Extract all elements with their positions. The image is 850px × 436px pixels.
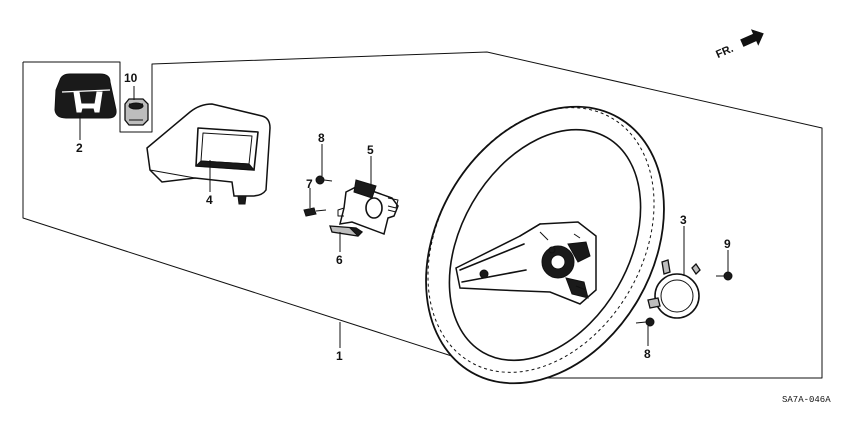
leader-lines <box>79 86 729 348</box>
part-10-nut <box>124 98 149 126</box>
callout-7: 7 <box>306 177 313 191</box>
part-2-horn-emblem <box>54 73 117 119</box>
callout-4: 4 <box>206 193 213 207</box>
part-7-screw <box>303 207 327 217</box>
callout-8-upper: 8 <box>318 131 325 145</box>
callout-5: 5 <box>367 143 374 157</box>
callout-9: 9 <box>724 237 731 251</box>
part-4-center-cover <box>146 103 271 205</box>
steering-wheel <box>425 105 665 385</box>
front-arrow-icon <box>740 29 764 47</box>
part-8-screw-lower <box>635 317 655 327</box>
callout-6: 6 <box>336 253 343 267</box>
part-6-clip <box>329 225 364 237</box>
callout-8-lower: 8 <box>644 347 651 361</box>
part-9-screw <box>716 271 733 281</box>
callout-10: 10 <box>124 71 138 85</box>
callout-2: 2 <box>76 141 83 155</box>
callout-1: 1 <box>336 349 343 363</box>
part-5-contact-plate <box>337 179 399 235</box>
part-3-horn-ring <box>647 259 701 319</box>
front-direction-label: FR. <box>714 43 735 61</box>
front-direction-indicator: FR. <box>714 29 764 61</box>
callout-3: 3 <box>680 213 687 227</box>
assembly-outline <box>22 51 823 379</box>
part-8-screw-upper <box>315 175 333 185</box>
diagram-code: SA7A-046A <box>782 395 831 405</box>
